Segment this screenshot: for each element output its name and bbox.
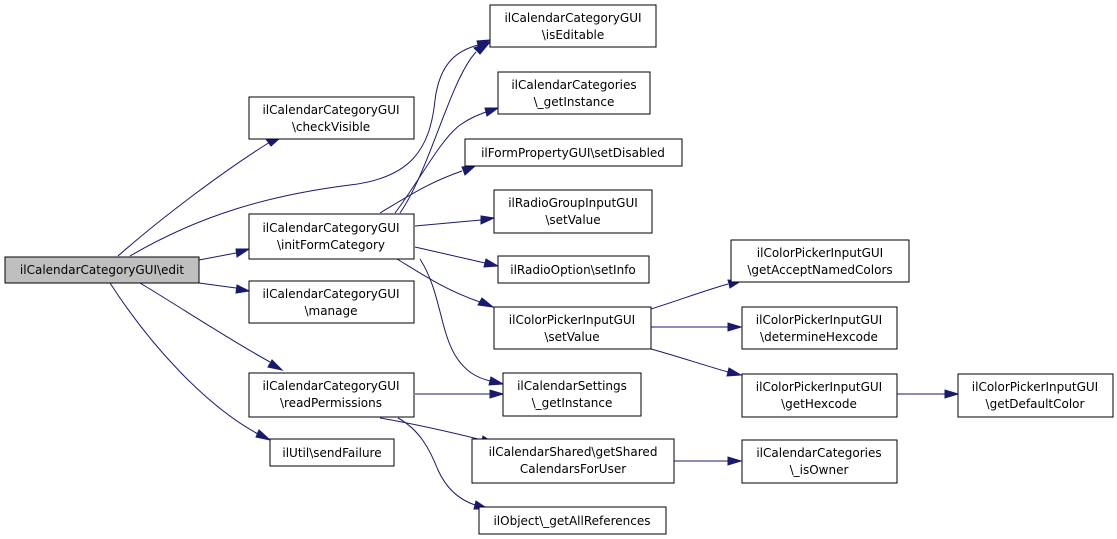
edge-initForm-setDisabled <box>379 170 463 214</box>
edge-edit-manage <box>198 282 237 289</box>
node-manage-line1: ilCalendarCategoryGUI <box>262 287 399 301</box>
edge-initForm-colorSetValue <box>396 258 481 303</box>
node-defaultColor-line2: \getDefaultColor <box>986 397 1085 411</box>
node-getShared-line2: CalendarsForUser <box>520 462 626 476</box>
node-getShared-line1: ilCalendarShared\getShared <box>489 445 658 459</box>
node-setDisabled-label: ilFormPropertyGUI\setDisabled <box>481 146 665 160</box>
node-isEditable[interactable]: ilCalendarCategoryGUI \isEditable <box>489 4 657 48</box>
arrowhead-icon <box>484 107 500 117</box>
node-manage-line2: \manage <box>304 304 357 318</box>
arrowhead-icon <box>473 40 492 55</box>
edge-edit-sendFailure <box>109 282 259 435</box>
node-setInfo-label: ilRadioOption\setInfo <box>510 263 636 277</box>
edge-colorSet-acceptNamed <box>650 283 729 310</box>
node-initFormCategory[interactable]: ilCalendarCategoryGUI \initFormCategory <box>248 213 415 260</box>
node-settingsGetInstance-line1: ilCalendarSettings <box>517 379 627 393</box>
node-initFormCategory-line2: \initFormCategory <box>277 238 385 252</box>
edge-colorSet-getHex <box>650 348 729 373</box>
node-determineHex-line2: \determineHexcode <box>760 330 878 344</box>
node-sendFailure[interactable]: ilUtil\sendFailure <box>269 438 395 467</box>
node-settingsGetInstance[interactable]: ilCalendarSettings \_getInstance <box>502 372 642 417</box>
node-initFormCategory-line1: ilCalendarCategoryGUI <box>262 221 399 235</box>
node-getAllRefs[interactable]: ilObject\_getAllReferences <box>478 506 667 535</box>
node-layer: ilCalendarCategoryGUI\edit ilCalendarCat… <box>4 4 1114 535</box>
arrowhead-icon <box>267 359 284 371</box>
node-checkVisible[interactable]: ilCalendarCategoryGUI \checkVisible <box>248 96 415 140</box>
node-defaultColor[interactable]: ilColorPickerInputGUI \getDefaultColor <box>957 373 1114 418</box>
arrowhead-icon <box>489 389 505 399</box>
node-isOwner-line2: \_isOwner <box>790 463 849 477</box>
arrowhead-icon <box>477 297 495 308</box>
node-getHex[interactable]: ilColorPickerInputGUI \getHexcode <box>741 373 898 418</box>
node-getHex-line1: ilColorPickerInputGUI <box>756 380 882 394</box>
node-settingsGetInstance-line2: \_getInstance <box>532 396 613 410</box>
node-determineHex[interactable]: ilColorPickerInputGUI \determineHexcode <box>741 306 898 350</box>
node-isEditable-line2: \isEditable <box>542 28 605 42</box>
node-edit-label: ilCalendarCategoryGUI\edit <box>20 263 184 277</box>
edge-readPerm-getShared <box>379 417 483 441</box>
edge-layer <box>109 39 960 510</box>
node-catsGetInstance-line1: ilCalendarCategories <box>511 78 636 92</box>
arrowhead-icon <box>726 367 743 377</box>
node-colorSetValue-line1: ilColorPickerInputGUI <box>509 313 635 327</box>
node-setInfo[interactable]: ilRadioOption\setInfo <box>497 255 650 284</box>
node-radioSetValue-line1: ilRadioGroupInputGUI <box>508 196 638 210</box>
edge-initForm-setInfo <box>414 246 486 264</box>
node-sendFailure-label: ilUtil\sendFailure <box>282 446 381 460</box>
arrowhead-icon <box>488 376 505 386</box>
arrowhead-icon <box>480 215 496 225</box>
edge-edit-initFormCategory <box>198 252 237 261</box>
node-getAllRefs-label: ilObject\_getAllReferences <box>493 514 650 528</box>
arrowhead-icon <box>255 429 272 441</box>
arrowhead-icon <box>235 284 251 294</box>
arrowhead-icon <box>944 389 960 399</box>
node-checkVisible-line2: \checkVisible <box>292 120 370 134</box>
edge-initForm-settingsGetInstance <box>419 258 491 382</box>
node-colorSetValue[interactable]: ilColorPickerInputGUI \setValue <box>493 306 652 350</box>
edge-initForm-radioSetValue <box>414 219 482 227</box>
edge-edit-readPermissions <box>139 282 271 363</box>
node-catsGetInstance[interactable]: ilCalendarCategories \_getInstance <box>497 71 651 115</box>
node-defaultColor-line1: ilColorPickerInputGUI <box>972 380 1098 394</box>
node-determineHex-line1: ilColorPickerInputGUI <box>756 313 882 327</box>
node-catsGetInstance-line2: \_getInstance <box>534 95 615 109</box>
node-getHex-line2: \getHexcode <box>781 397 857 411</box>
node-edit[interactable]: ilCalendarCategoryGUI\edit <box>4 256 200 284</box>
node-readPermissions-line1: ilCalendarCategoryGUI <box>262 379 399 393</box>
arrowhead-icon <box>727 322 743 332</box>
node-manage[interactable]: ilCalendarCategoryGUI \manage <box>248 280 415 324</box>
node-acceptNamed[interactable]: ilColorPickerInputGUI \getAcceptNamedCol… <box>730 239 910 283</box>
node-colorSetValue-line2: \setValue <box>544 330 599 344</box>
node-readPermissions[interactable]: ilCalendarCategoryGUI \readPermissions <box>248 372 415 418</box>
node-acceptNamed-line1: ilColorPickerInputGUI <box>757 246 883 260</box>
arrowhead-icon <box>235 248 251 258</box>
edge-edit-isEditable <box>129 44 479 257</box>
edge-edit-checkVisible <box>117 141 271 257</box>
edge-initForm-isEditable <box>399 51 477 214</box>
node-isOwner[interactable]: ilCalendarCategories \_isOwner <box>741 439 898 484</box>
node-radioSetValue-line2: \setValue <box>545 213 600 227</box>
node-getShared[interactable]: ilCalendarShared\getShared CalendarsForU… <box>471 438 675 484</box>
node-isEditable-line1: ilCalendarCategoryGUI <box>504 11 641 25</box>
arrowhead-icon <box>461 165 477 176</box>
node-checkVisible-line1: ilCalendarCategoryGUI <box>262 103 399 117</box>
arrowhead-icon <box>727 456 743 466</box>
edge-readPerm-getAllRefs <box>397 417 476 506</box>
edge-initForm-catsGetInstance <box>394 111 487 214</box>
node-acceptNamed-line2: \getAcceptNamedColors <box>747 263 892 277</box>
arrowhead-icon <box>483 258 500 268</box>
node-radioSetValue[interactable]: ilRadioGroupInputGUI \setValue <box>493 189 653 234</box>
node-setDisabled[interactable]: ilFormPropertyGUI\setDisabled <box>464 138 683 167</box>
node-isOwner-line1: ilCalendarCategories <box>756 446 881 460</box>
node-readPermissions-line2: \readPermissions <box>280 396 382 410</box>
